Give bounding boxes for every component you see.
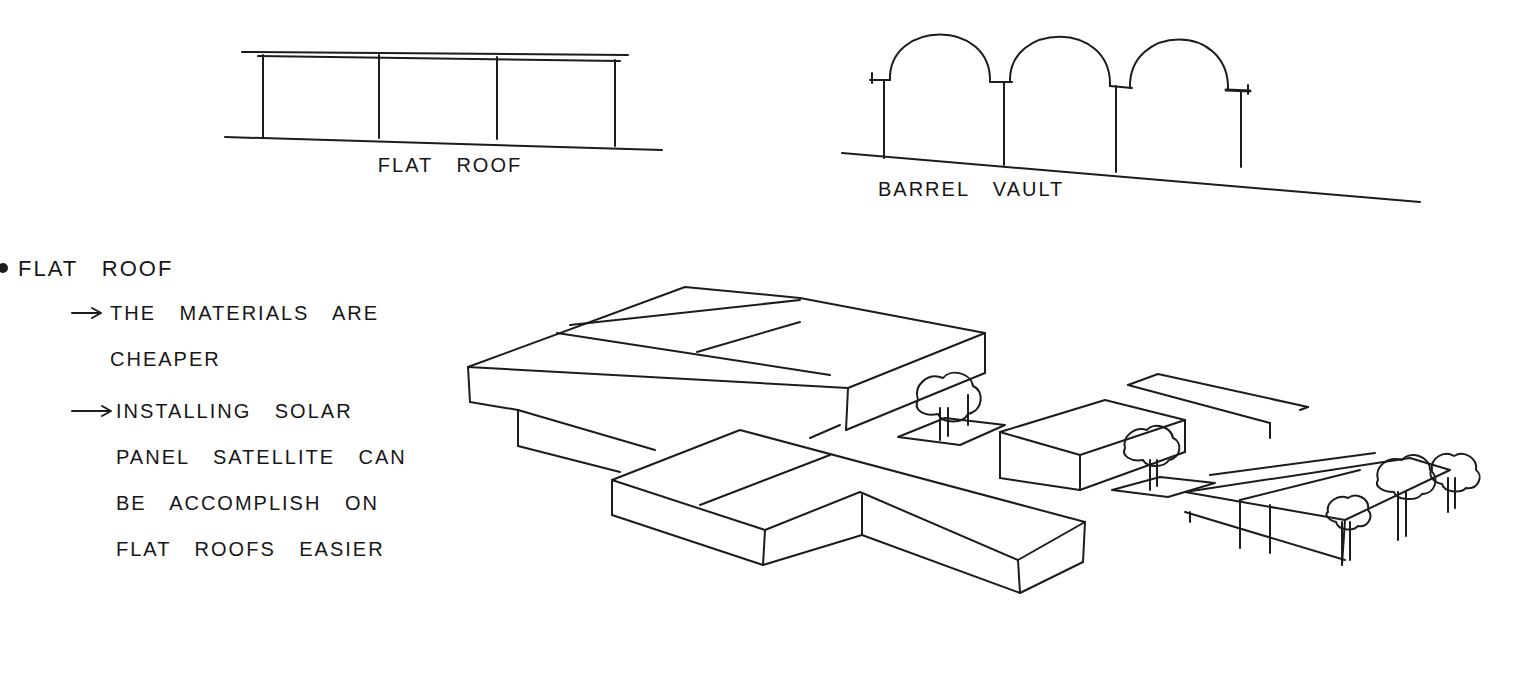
bullet-heading: FLAT ROOF <box>18 246 173 292</box>
note-text: THE MATERIALS ARE CHEAPER <box>110 290 410 382</box>
massing-sketch <box>468 287 1480 593</box>
bullet-dot <box>0 263 8 273</box>
section-caption: BARREL VAULT <box>878 166 1064 212</box>
section-caption: FLAT ROOF <box>378 142 522 188</box>
barrel-vault-section <box>842 35 1420 203</box>
note-text: INSTALLING SOLAR PANEL SATELLITE CAN BE … <box>116 388 416 572</box>
arrow-symbol <box>72 308 101 318</box>
flat-roof-section <box>225 52 662 150</box>
arrow-symbol <box>72 406 111 416</box>
